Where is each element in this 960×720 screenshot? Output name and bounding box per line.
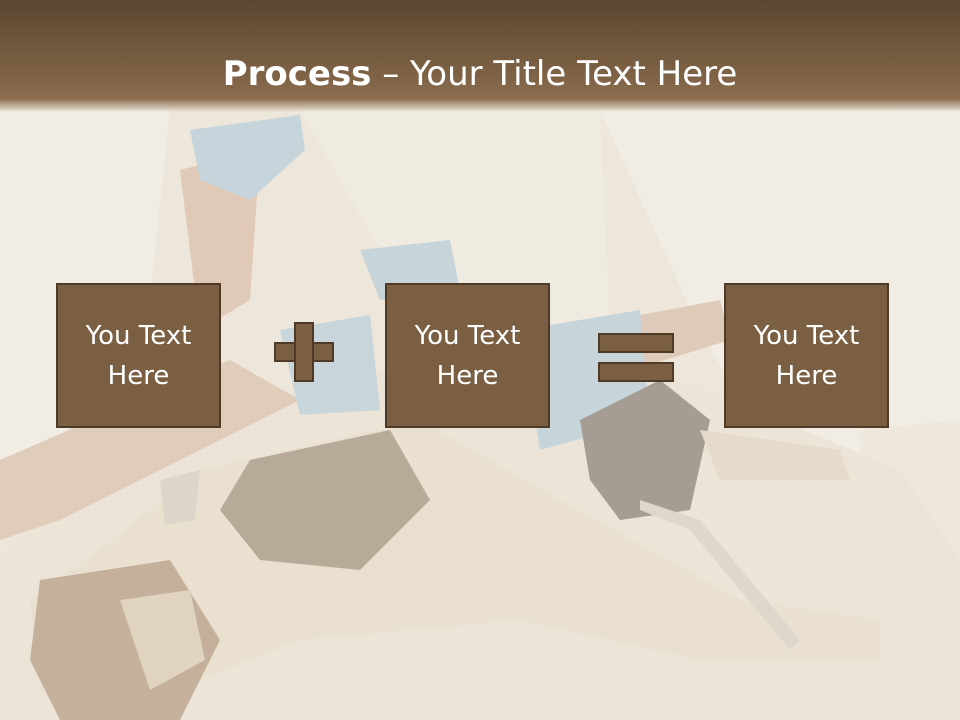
process-box-1-text: You Text Here bbox=[79, 316, 199, 396]
plus-icon-center bbox=[296, 344, 312, 360]
equals-icon-bottom-bar bbox=[598, 362, 674, 382]
process-box-1-line2: Here bbox=[107, 360, 170, 391]
process-box-3-line1: You Text bbox=[753, 320, 860, 351]
process-box-1-line1: You Text bbox=[85, 320, 192, 351]
process-box-1[interactable]: You Text Here bbox=[56, 283, 221, 428]
process-box-2[interactable]: You Text Here bbox=[385, 283, 550, 428]
process-box-2-line2: Here bbox=[436, 360, 499, 391]
title-bar bbox=[0, 0, 960, 112]
process-box-2-text: You Text Here bbox=[408, 316, 528, 396]
process-box-3-line2: Here bbox=[775, 360, 838, 391]
process-box-2-line1: You Text bbox=[414, 320, 521, 351]
equals-icon-top-bar bbox=[598, 333, 674, 353]
title-bold: Process bbox=[222, 54, 372, 94]
title-text: – Your Title Text Here bbox=[371, 54, 738, 94]
process-box-3-text: You Text Here bbox=[747, 316, 867, 396]
process-box-3[interactable]: You Text Here bbox=[724, 283, 889, 428]
slide-title: Process – Your Title Text Here bbox=[0, 52, 960, 96]
